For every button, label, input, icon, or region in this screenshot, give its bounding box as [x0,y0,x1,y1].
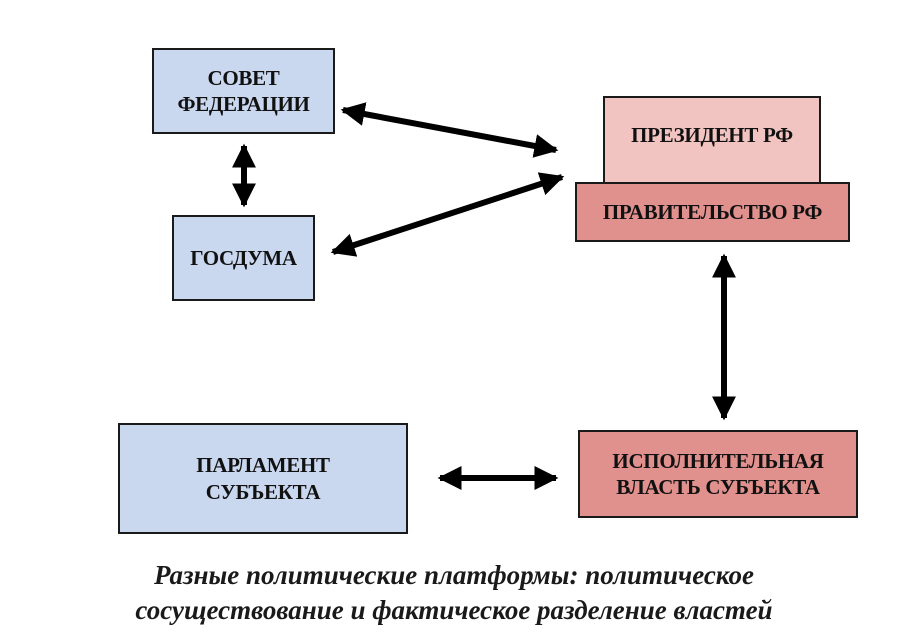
caption-line-2: сосуществование и фактическое разделение… [135,595,773,625]
arrow-gosduma-president [330,172,565,257]
node-ispoln-line-1: ИСПОЛНИТЕЛЬНАЯ [612,448,824,473]
node-sovet-federatsii: СОВЕТ ФЕДЕРАЦИИ [152,48,335,134]
node-parlament-line-1: ПАРЛАМЕНТ [196,453,330,478]
node-pravitelstvo-label: ПРАВИТЕЛЬСТВО РФ [602,199,823,224]
arrow-sovet-president [340,102,559,158]
node-gosduma-label: ГОСДУМА [190,245,297,270]
node-sovet-line-2: ФЕДЕРАЦИИ [177,92,310,116]
node-ispolnitelnaya-vlast: ИСПОЛНИТЕЛЬНАЯ ВЛАСТЬ СУБЪЕКТА [578,430,858,518]
node-president-label: ПРЕЗИДЕНТ РФ [631,123,793,147]
caption-line-1: Разные политические платформы: политичес… [154,560,754,590]
node-pravitelstvo: ПРАВИТЕЛЬСТВО РФ [575,182,850,242]
node-ispoln-line-2: ВЛАСТЬ СУБЪЕКТА [616,475,820,499]
node-parlament-line-2: СУБЪЕКТА [205,479,321,504]
diagram-caption: Разные политические платформы: политичес… [0,558,908,628]
node-parlament-subekta: ПАРЛАМЕНТ СУБЪЕКТА [118,423,408,534]
node-president: ПРЕЗИДЕНТ РФ [603,96,821,184]
node-sovet-line-1: СОВЕТ [207,65,280,90]
node-gosduma: ГОСДУМА [172,215,315,301]
